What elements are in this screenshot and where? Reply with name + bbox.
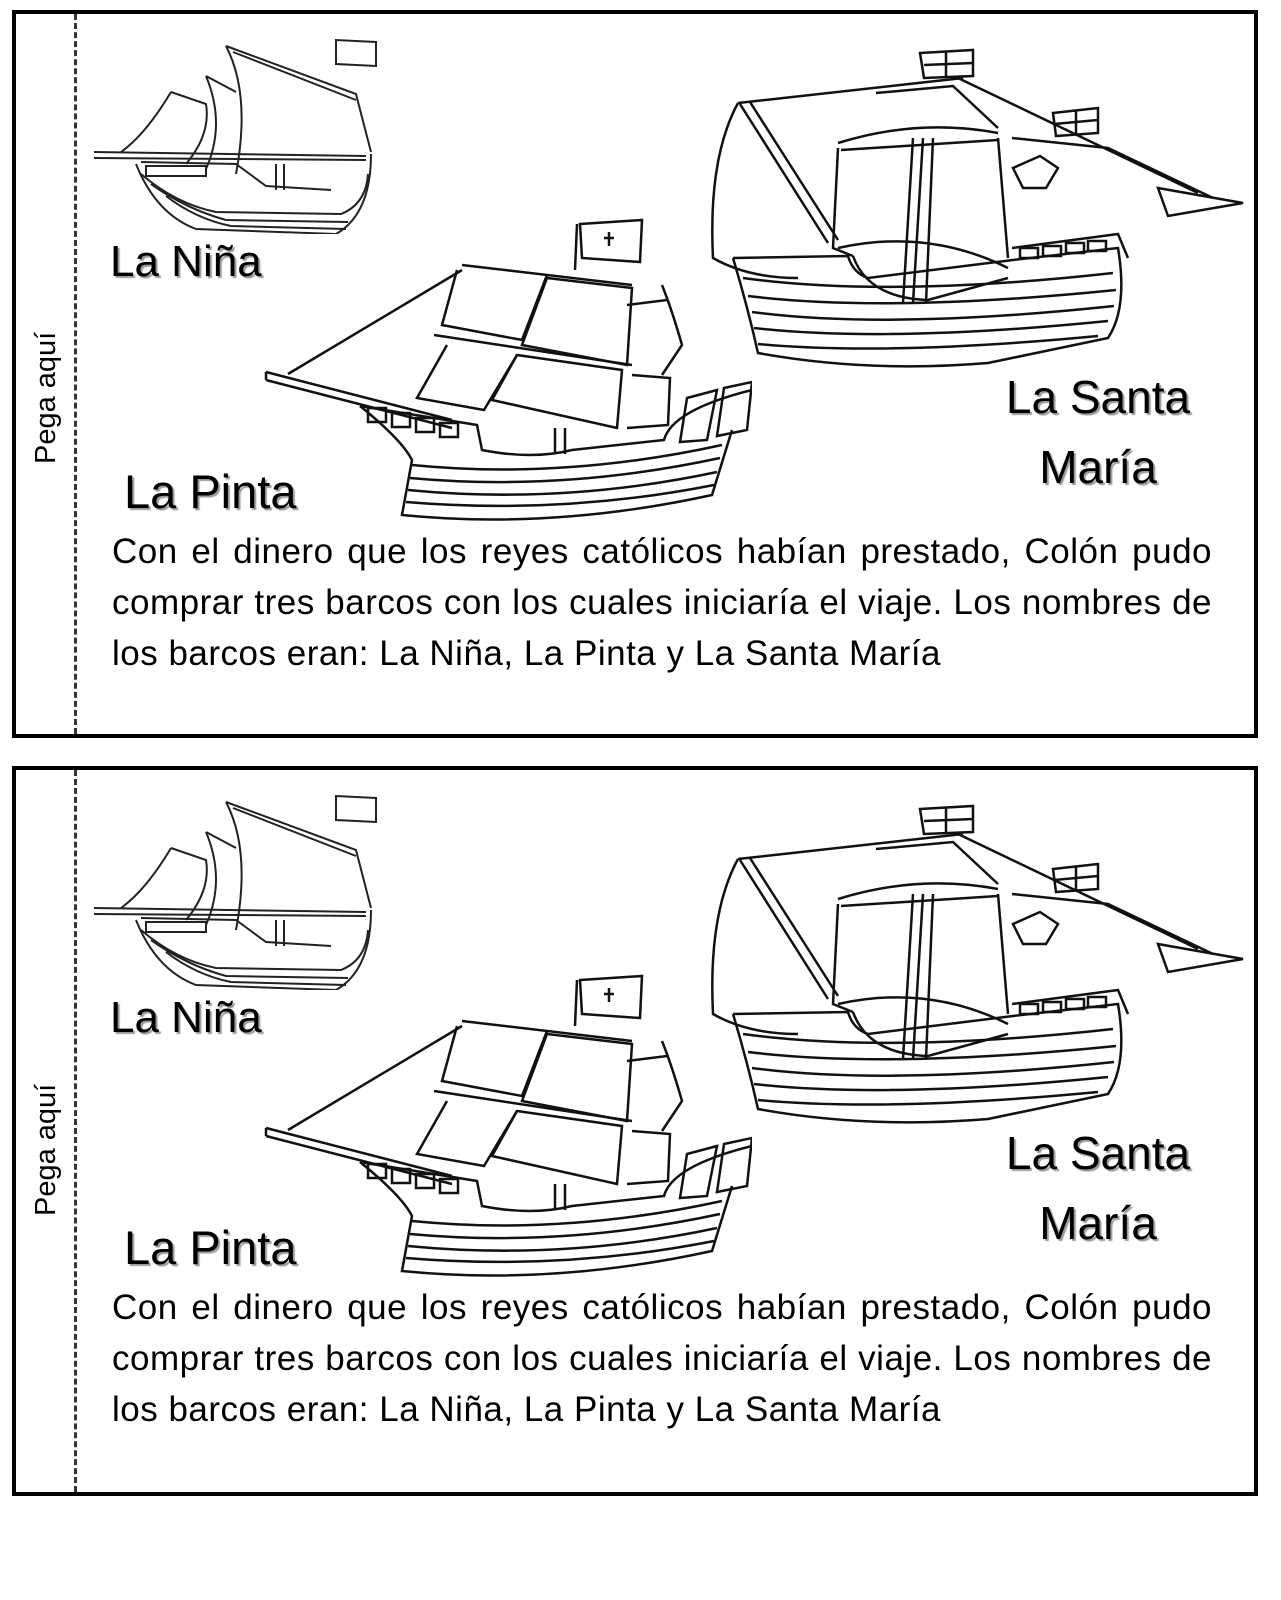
paste-here-label: Pega aquí: [30, 1083, 62, 1216]
story-paragraph: Con el dinero que los reyes católicos ha…: [112, 532, 1212, 673]
ship-label-santa-maria: La Santa María: [968, 1118, 1228, 1258]
ship-santa-maria-icon: [688, 38, 1248, 378]
ship-pinta-icon: [252, 966, 752, 1286]
ship-santa-maria-icon: [688, 794, 1248, 1134]
cut-dashed-line: [74, 770, 77, 1492]
ship-nina-icon: [86, 34, 386, 234]
ship-nina-icon: [86, 790, 386, 990]
ship-label-nina: La Niña: [110, 237, 262, 286]
ship-pinta-icon: [252, 210, 752, 530]
ship-label-pinta: La Pinta: [124, 465, 297, 518]
story-paragraph: Con el dinero que los reyes católicos ha…: [112, 1288, 1212, 1429]
cut-dashed-line: [74, 14, 77, 734]
ship-label-santa-maria-line1: La Santa: [1005, 1127, 1191, 1179]
paste-here-label: Pega aquí: [30, 331, 62, 464]
ship-label-nina: La Niña: [110, 993, 262, 1042]
ship-label-pinta: La Pinta: [124, 1221, 297, 1274]
worksheet-card-1: Pega aquí La Niña: [12, 10, 1258, 738]
worksheet-card-2: Pega aquí La Niña: [12, 766, 1258, 1496]
ship-label-santa-maria-line2: María: [1039, 441, 1157, 493]
ship-label-santa-maria-line1: La Santa: [1005, 371, 1191, 423]
ship-label-santa-maria: La Santa María: [968, 362, 1228, 502]
ship-label-santa-maria-line2: María: [1039, 1197, 1157, 1249]
